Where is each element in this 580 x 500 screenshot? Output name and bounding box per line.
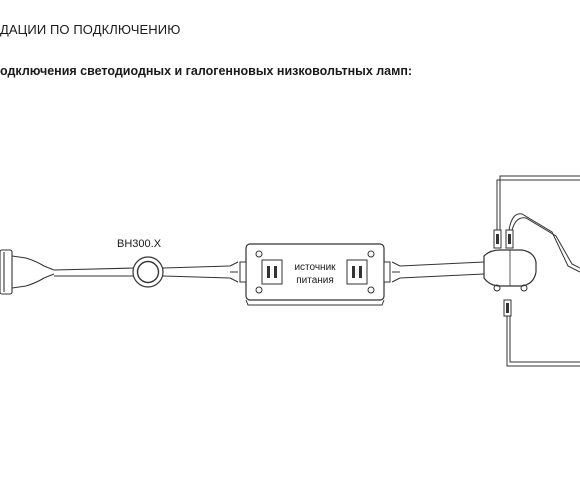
section-subheading: одключения светодиодных и галогенновых н… <box>0 64 413 78</box>
inline-switch <box>132 256 164 288</box>
connector-top-left <box>493 229 502 249</box>
cable-switch-to-psu <box>162 265 231 279</box>
distributor-hub <box>483 249 537 292</box>
cable-psu-to-distributor <box>399 261 485 279</box>
lamp-wires <box>496 175 580 367</box>
power-supply <box>239 243 391 306</box>
switch-label: ВН300.Х <box>117 238 162 250</box>
page-heading: ДАЦИИ ПО ПОДКЛЮЧЕНИЮ <box>0 22 181 37</box>
connector-top-right <box>505 229 514 249</box>
cable-plug-to-switch <box>53 267 135 277</box>
psu-output-wire-ends <box>391 261 401 283</box>
psu-label-line1: источник <box>294 262 336 273</box>
connector-bottom <box>503 299 512 317</box>
psu-input-wire-ends <box>229 261 239 283</box>
mains-plug <box>0 249 55 295</box>
psu-label-line2: питания <box>296 275 334 286</box>
